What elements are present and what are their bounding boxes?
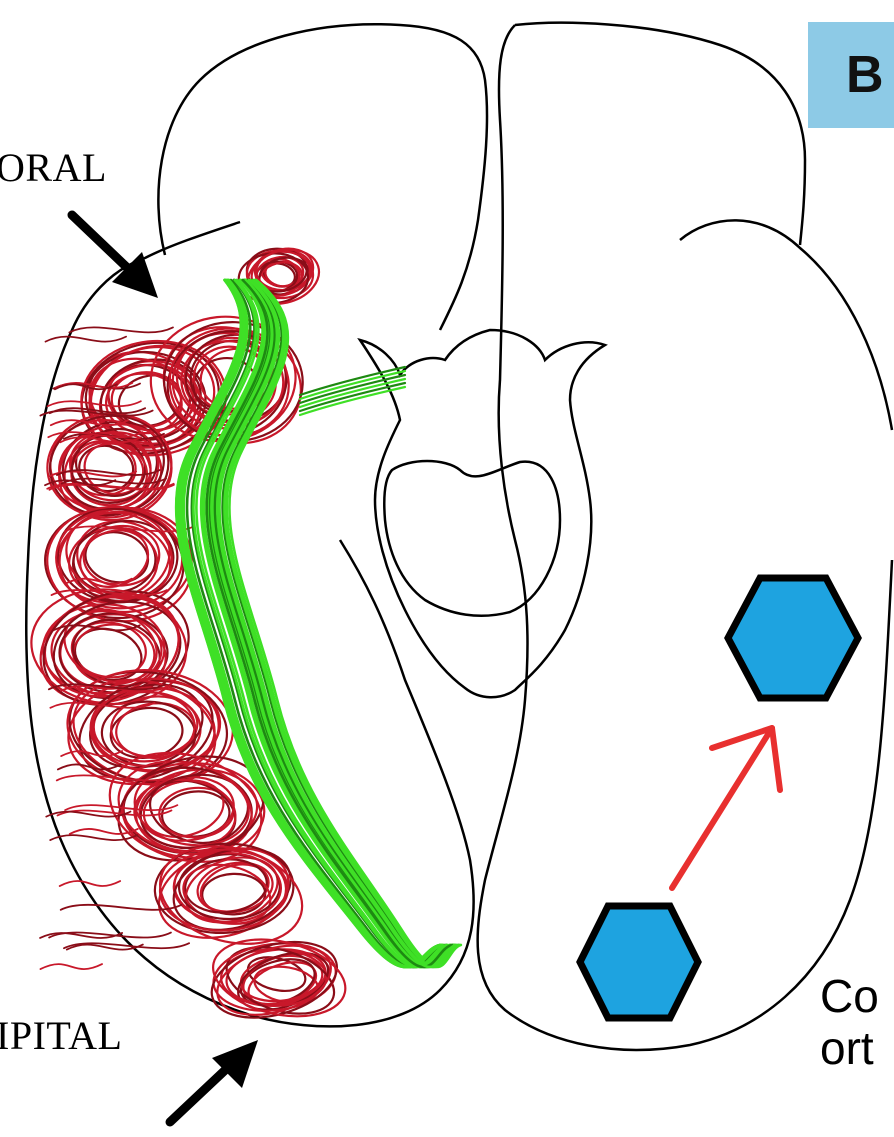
arrow-up-right-icon — [672, 728, 780, 888]
red-fiber-strand — [69, 327, 173, 332]
red-u-fibers — [25, 241, 352, 1031]
panel-label-badge: B — [808, 22, 894, 128]
label-occipital: IPITAL — [0, 1016, 122, 1056]
arrow-up-right-icon — [170, 1040, 258, 1122]
arrow-down-right-icon — [72, 215, 158, 298]
caption-line-2: ort — [820, 1022, 874, 1075]
hexagon-icon — [580, 906, 698, 1018]
label-frontal: ORAL — [0, 148, 107, 188]
red-fiber-strand — [40, 964, 102, 969]
caption-line-1: Co — [820, 970, 879, 1023]
red-fiber-strand — [45, 337, 126, 342]
red-fiber-strand — [60, 881, 121, 886]
panel-label: B — [846, 45, 884, 105]
red-fiber-strand — [41, 499, 199, 630]
right-hemisphere-outline — [478, 23, 892, 1050]
red-fiber-strand — [48, 401, 141, 406]
inner-ventricle-outline — [384, 461, 560, 616]
hexagon-icon — [728, 578, 858, 698]
